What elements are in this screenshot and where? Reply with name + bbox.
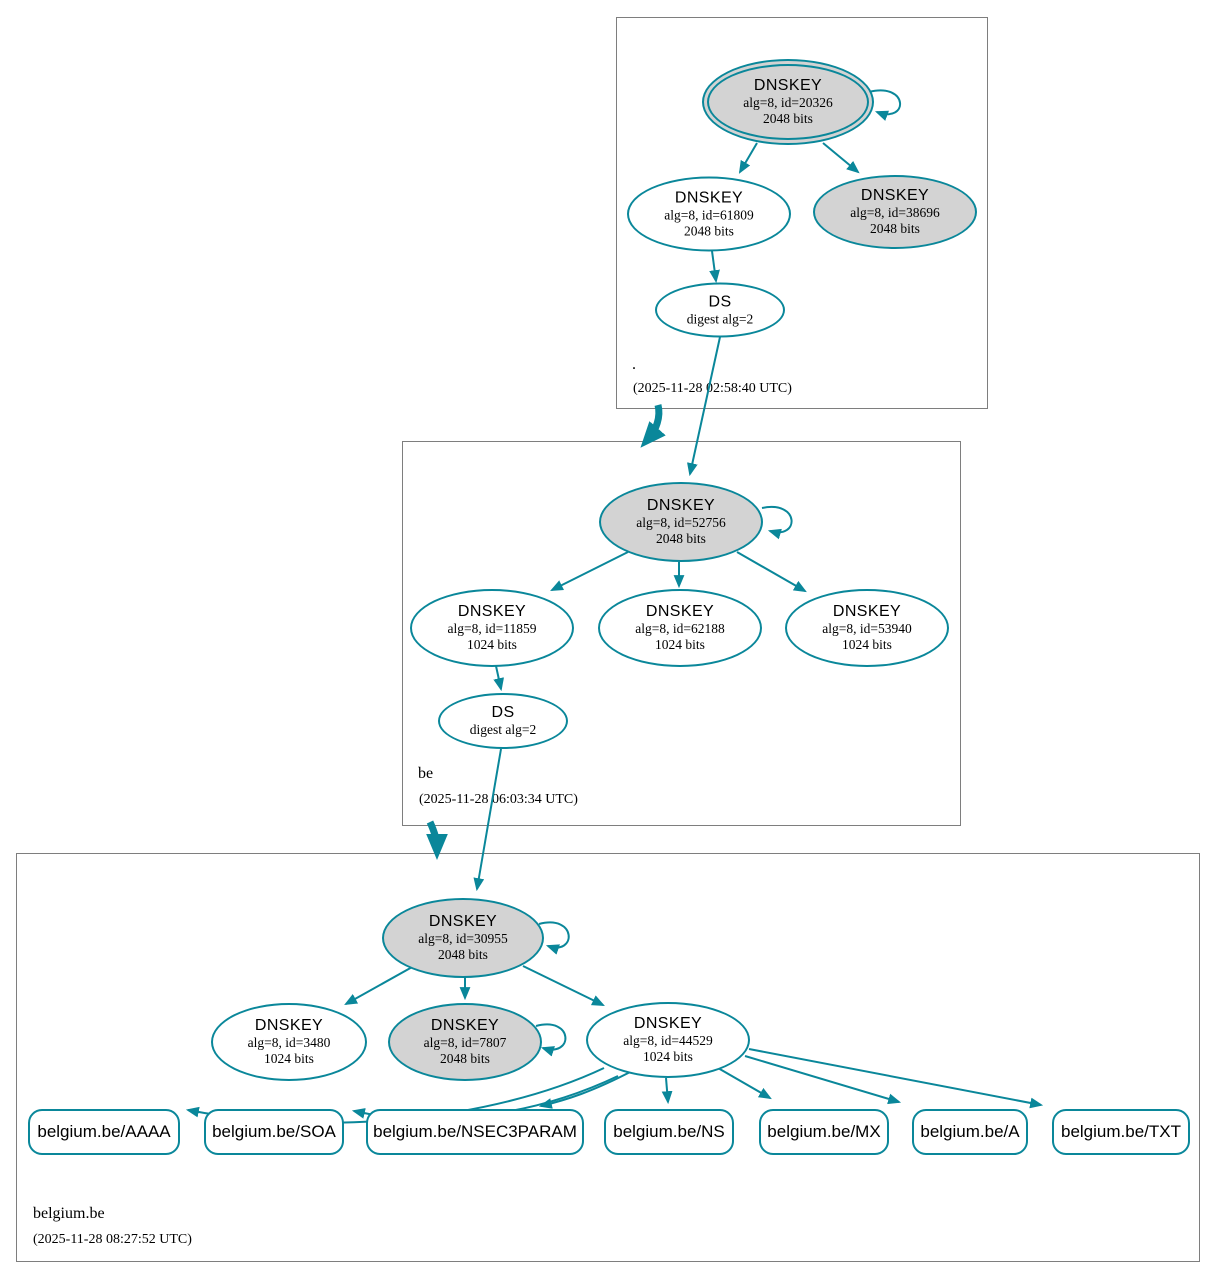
node-title: DNSKEY (753, 77, 823, 94)
node-bits: 1024 bits (643, 1049, 693, 1064)
node-bits: 2048 bits (763, 111, 813, 126)
dnskey-node-52756[interactable]: DNSKEY alg=8, id=52756 2048 bits (599, 482, 763, 562)
node-alg-id: alg=8, id=62188 (635, 621, 725, 636)
node-alg-id: alg=8, id=3480 (247, 1035, 331, 1050)
rrset-box-soa[interactable]: belgium.be/SOA (204, 1109, 344, 1155)
node-title: DNSKEY (428, 913, 498, 930)
node-bits: 2048 bits (684, 223, 734, 238)
zone-name-be: be (418, 765, 434, 782)
rrset-box-a[interactable]: belgium.be/A (912, 1109, 1028, 1155)
zone-timestamp-belgium-be: (2025-11-28 08:27:52 UTC) (33, 1232, 192, 1247)
node-alg-id: alg=8, id=61809 (664, 207, 754, 222)
rrset-label: belgium.be/AAAA (37, 1122, 171, 1141)
node-bits: 1024 bits (842, 637, 892, 652)
zone-box-root (616, 17, 988, 409)
dnskey-node-62188[interactable]: DNSKEY alg=8, id=62188 1024 bits (598, 589, 762, 667)
node-alg-id: alg=8, id=11859 (447, 621, 537, 636)
node-digest: digest alg=2 (686, 311, 754, 326)
zone-name-root: . (632, 356, 636, 373)
node-title: DNSKEY (633, 1015, 703, 1032)
node-title: DNSKEY (646, 497, 716, 514)
node-bits: 1024 bits (467, 637, 517, 652)
zone-name-belgium-be: belgium.be (33, 1205, 105, 1222)
node-digest: digest alg=2 (469, 722, 537, 737)
edge-delegation-root-be (640, 404, 666, 448)
node-alg-id: alg=8, id=52756 (636, 515, 726, 530)
node-bits: 2048 bits (438, 947, 488, 962)
node-title: DNSKEY (457, 603, 527, 620)
rrset-label: belgium.be/TXT (1061, 1122, 1181, 1141)
node-alg-id: alg=8, id=38696 (850, 205, 940, 220)
node-alg-id: alg=8, id=53940 (822, 621, 912, 636)
rrset-box-mx[interactable]: belgium.be/MX (759, 1109, 889, 1155)
node-alg-id: alg=8, id=44529 (623, 1033, 713, 1048)
zone-timestamp-be: (2025-11-28 06:03:34 UTC) (419, 792, 578, 807)
dnskey-node-7807[interactable]: DNSKEY alg=8, id=7807 2048 bits (388, 1003, 542, 1081)
dnskey-node-38696[interactable]: DNSKEY alg=8, id=38696 2048 bits (813, 175, 977, 249)
node-title: DNSKEY (430, 1017, 500, 1034)
node-title: DNSKEY (645, 603, 715, 620)
node-title: DNSKEY (674, 189, 744, 206)
node-alg-id: alg=8, id=30955 (418, 931, 508, 946)
rrset-label: belgium.be/A (920, 1122, 1020, 1141)
dnskey-node-61809[interactable]: DNSKEY alg=8, id=61809 2048 bits (627, 176, 791, 252)
dnskey-node-44529[interactable]: DNSKEY alg=8, id=44529 1024 bits (586, 1002, 750, 1078)
node-title: DNSKEY (832, 603, 902, 620)
node-alg-id: alg=8, id=7807 (423, 1035, 507, 1050)
node-alg-id: alg=8, id=20326 (743, 95, 833, 110)
ds-node-be[interactable]: DS digest alg=2 (438, 693, 568, 749)
dnskey-node-53940[interactable]: DNSKEY alg=8, id=53940 1024 bits (785, 589, 949, 667)
dnskey-node-30955[interactable]: DNSKEY alg=8, id=30955 2048 bits (382, 898, 544, 978)
rrset-label: belgium.be/MX (767, 1122, 881, 1141)
node-bits: 1024 bits (655, 637, 705, 652)
rrset-box-aaaa[interactable]: belgium.be/AAAA (28, 1109, 180, 1155)
zone-box-belgium-be (16, 853, 1200, 1262)
node-bits: 1024 bits (264, 1051, 314, 1066)
rrset-label: belgium.be/NS (613, 1122, 725, 1141)
rrset-box-txt[interactable]: belgium.be/TXT (1052, 1109, 1190, 1155)
rrset-label: belgium.be/NSEC3PARAM (373, 1122, 577, 1141)
rrset-label: belgium.be/SOA (212, 1122, 336, 1141)
dnskey-node-11859[interactable]: DNSKEY alg=8, id=11859 1024 bits (410, 589, 574, 667)
node-bits: 2048 bits (656, 531, 706, 546)
rrset-box-nsec3param[interactable]: belgium.be/NSEC3PARAM (366, 1109, 584, 1155)
node-title: DNSKEY (254, 1017, 324, 1034)
node-title: DS (708, 293, 732, 310)
node-title: DNSKEY (860, 187, 930, 204)
dnskey-node-20326[interactable]: DNSKEY alg=8, id=20326 2048 bits (702, 59, 874, 145)
node-bits: 2048 bits (440, 1051, 490, 1066)
dnskey-node-3480[interactable]: DNSKEY alg=8, id=3480 1024 bits (211, 1003, 367, 1081)
zone-timestamp-root: (2025-11-28 02:58:40 UTC) (633, 381, 792, 396)
node-bits: 2048 bits (870, 221, 920, 236)
ds-node-root[interactable]: DS digest alg=2 (655, 282, 785, 338)
zone-box-be (402, 441, 961, 826)
rrset-box-ns[interactable]: belgium.be/NS (604, 1109, 734, 1155)
node-title: DS (491, 704, 515, 721)
